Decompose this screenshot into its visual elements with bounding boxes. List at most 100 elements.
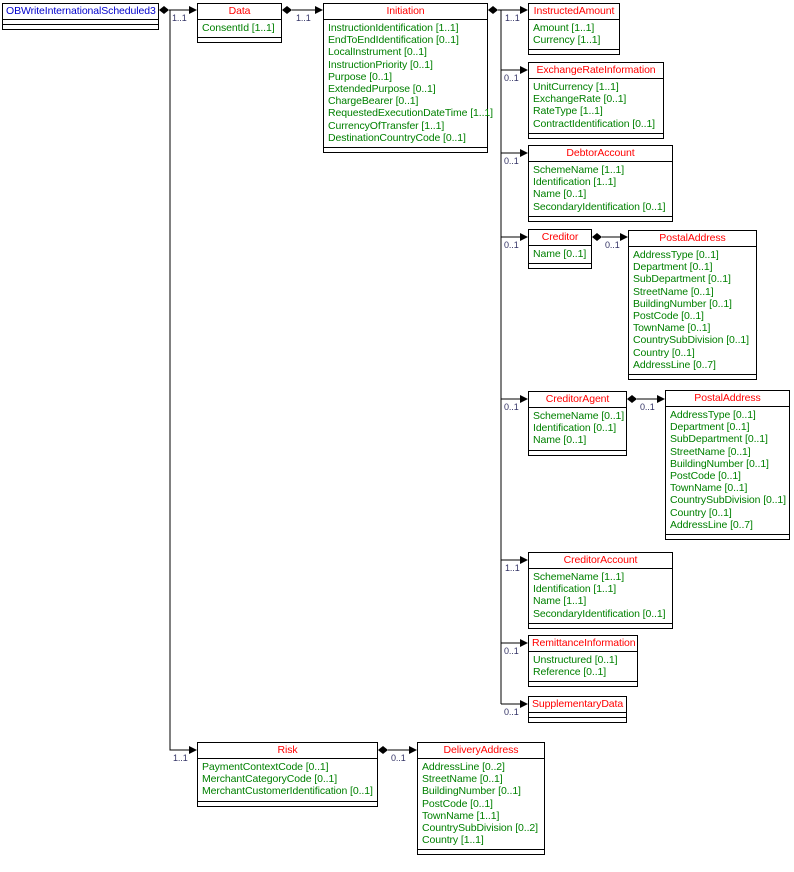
attribute: TownName [0..1] — [670, 482, 748, 495]
node-title: CreditorAccount — [529, 553, 672, 569]
attributes-compartment: AddressLine [0..2] StreetName [0..1] Bui… — [418, 759, 544, 849]
diamond-creditor — [592, 233, 602, 241]
attribute: PostCode [0..1] — [633, 310, 704, 323]
attribute: InstructionPriority [0..1] — [328, 58, 433, 71]
arrow-delivery — [409, 746, 417, 754]
arrow-creditor-postal — [620, 233, 628, 241]
attributes-compartment: PaymentContextCode [0..1] MerchantCatego… — [198, 759, 377, 801]
attribute: CountrySubDivision [0..1] — [633, 334, 749, 347]
node-title: Data — [198, 4, 281, 20]
cardinality-label: 0..1 — [504, 402, 519, 412]
empty-operations-compartment — [629, 374, 756, 379]
attribute: LocalInstrument [0..1] — [328, 46, 427, 59]
node-title: RemittanceInformation — [529, 636, 637, 652]
empty-operations-compartment — [324, 147, 487, 152]
arrow-creditor — [520, 233, 528, 241]
attribute: Currency [1..1] — [533, 34, 601, 47]
attributes-compartment: SchemeName [0..1] Identification [0..1] … — [529, 408, 626, 450]
node-title: Creditor — [529, 230, 591, 246]
attributes-compartment: ConsentId [1..1] — [198, 20, 281, 37]
attribute: MerchantCategoryCode [0..1] — [202, 773, 338, 786]
attribute: AddressLine [0..2] — [422, 761, 505, 773]
node-creditor-agent[interactable]: CreditorAgent SchemeName [0..1] Identifi… — [528, 391, 627, 456]
attribute: Identification [1..1] — [533, 583, 617, 596]
attribute: AddressType [0..1] — [670, 409, 756, 421]
attribute: EndToEndIdentification [0..1] — [328, 34, 459, 47]
node-exchange-rate-information[interactable]: ExchangeRateInformation UnitCurrency [1.… — [528, 62, 664, 139]
arrow-instructed-amount — [520, 6, 528, 14]
empty-operations-compartment — [3, 24, 158, 29]
cardinality-label: 0..1 — [605, 240, 620, 250]
node-creditor-account[interactable]: CreditorAccount SchemeName [1..1] Identi… — [528, 552, 673, 629]
attribute: Name [0..1] — [533, 248, 587, 260]
arrow-debtor-account — [520, 149, 528, 157]
node-title: PostalAddress — [629, 231, 756, 247]
attribute: Name [0..1] — [533, 434, 587, 447]
node-remittance-information[interactable]: RemittanceInformation Unstructured [0..1… — [528, 635, 638, 688]
diamond-initiation — [488, 6, 498, 14]
attribute: TownName [0..1] — [633, 322, 711, 335]
node-title: DeliveryAddress — [418, 743, 544, 759]
node-title: SupplementaryData — [529, 697, 626, 713]
diamond-risk — [378, 746, 388, 754]
attributes-compartment: SchemeName [1..1] Identification [1..1] … — [529, 569, 672, 623]
attribute: StreetName [0..1] — [422, 773, 503, 786]
node-instructed-amount[interactable]: InstructedAmount Amount [1..1] Currency … — [528, 3, 620, 56]
connector-root-risk — [169, 10, 190, 751]
node-initiation[interactable]: Initiation InstructionIdentification [1.… — [323, 3, 493, 154]
attribute: SubDepartment [0..1] — [633, 273, 731, 286]
attribute: SchemeName [1..1] — [533, 164, 625, 176]
arrow-remittance — [520, 639, 528, 647]
attributes-compartment: Name [0..1] — [529, 246, 591, 263]
cardinality-label: 0..1 — [391, 753, 406, 763]
empty-operations-compartment — [529, 263, 591, 268]
node-title: CreditorAgent — [529, 392, 626, 408]
empty-operations-compartment — [198, 37, 281, 42]
node-data[interactable]: Data ConsentId [1..1] — [197, 3, 282, 44]
node-risk[interactable]: Risk PaymentContextCode [0..1] MerchantC… — [197, 742, 378, 807]
attribute: CountrySubDivision [0..1] — [670, 494, 786, 507]
arrow-creditor-account — [520, 556, 528, 564]
cardinality-label: 0..1 — [504, 240, 519, 250]
attribute: Identification [1..1] — [533, 176, 617, 189]
attribute: MerchantCustomerIdentification [0..1] — [202, 785, 373, 798]
attribute: BuildingNumber [0..1] — [670, 457, 769, 470]
attribute: UnitCurrency [1..1] — [533, 81, 619, 93]
node-obwriteinternationalscheduled3[interactable]: OBWriteInternationalScheduled3 — [2, 3, 159, 30]
empty-operations-compartment — [529, 132, 663, 138]
attribute: Country [1..1] — [422, 834, 484, 847]
attribute: StreetName [0..1] — [670, 445, 751, 458]
attribute: Department [0..1] — [633, 261, 713, 274]
empty-operations-compartment — [529, 622, 672, 628]
node-delivery-address[interactable]: DeliveryAddress AddressLine [0..2] Stree… — [417, 742, 545, 856]
attribute: CurrencyOfTransfer [1..1] — [328, 119, 445, 132]
arrow-initiation — [315, 6, 323, 14]
node-postal-address-creditor-agent[interactable]: PostalAddress AddressType [0..1] Departm… — [665, 390, 790, 541]
empty-operations-compartment — [529, 49, 619, 54]
node-debtor-account[interactable]: DebtorAccount SchemeName [1..1] Identifi… — [528, 145, 673, 222]
attribute: Identification [0..1] — [533, 422, 617, 435]
node-creditor[interactable]: Creditor Name [0..1] — [528, 229, 592, 270]
cardinality-label: 0..1 — [504, 646, 519, 656]
arrow-exchange-rate — [520, 66, 528, 74]
attribute: ChargeBearer [0..1] — [328, 95, 419, 108]
attribute: BuildingNumber [0..1] — [633, 297, 732, 310]
node-title: Initiation — [324, 4, 487, 20]
cardinality-label: 1..1 — [505, 13, 520, 23]
attribute: BuildingNumber [0..1] — [422, 785, 521, 798]
attribute: Country [0..1] — [670, 506, 732, 519]
attribute: ContractIdentification [0..1] — [533, 117, 656, 130]
attributes-compartment: InstructionIdentification [1..1] EndToEn… — [324, 20, 493, 147]
attribute: AddressType [0..1] — [633, 249, 719, 261]
node-title: Risk — [198, 743, 377, 759]
node-postal-address-creditor[interactable]: PostalAddress AddressType [0..1] Departm… — [628, 230, 757, 381]
attribute: Reference [0..1] — [533, 666, 607, 679]
cardinality-label: 1..1 — [172, 13, 187, 23]
cardinality-label: 0..1 — [504, 156, 519, 166]
attribute: Name [0..1] — [533, 188, 587, 201]
empty-operations-compartment — [529, 681, 637, 686]
empty-operations-compartment — [418, 849, 544, 854]
node-supplementary-data[interactable]: SupplementaryData — [528, 696, 627, 723]
arrow-supplementary — [520, 700, 528, 708]
